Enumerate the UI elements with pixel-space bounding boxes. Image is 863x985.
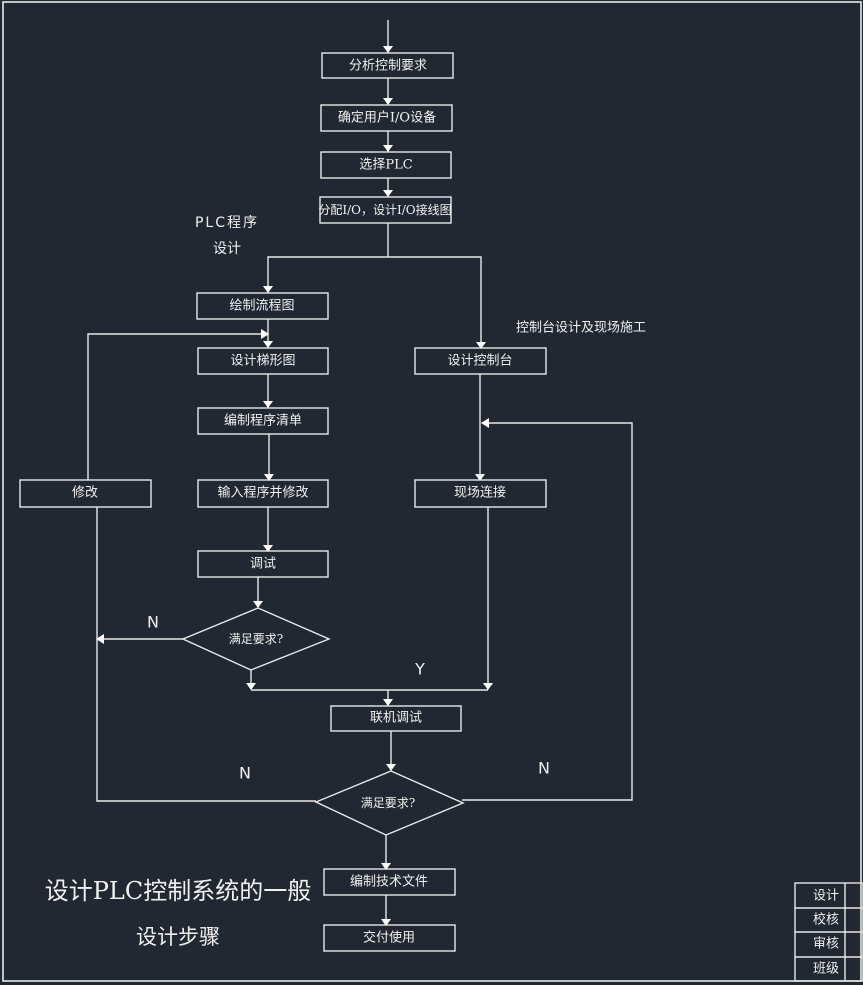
node-label: 分析控制要求	[349, 59, 427, 74]
decision-check2[interactable]: 满足要求?	[314, 770, 465, 836]
node-program-list[interactable]: 编制程序清单	[197, 407, 329, 435]
edge-label-n: N	[239, 764, 251, 783]
section-console-label: 控制台设计及现场施工	[516, 321, 646, 336]
arrow-icon	[383, 699, 393, 706]
node-label: 绘制流程图	[229, 299, 294, 314]
node-input-program[interactable]: 输入程序并修改	[197, 479, 329, 508]
edge-label-n: N	[147, 613, 159, 632]
node-assign-io[interactable]: 分配I/O，设计I/O接线图	[318, 196, 452, 224]
arrow-icon	[476, 342, 486, 349]
title-block-cell: 设计	[813, 889, 839, 904]
edge-label-y: Y	[414, 660, 425, 679]
section-plc-label-2: 设计	[213, 241, 241, 257]
node-select-plc[interactable]: 选择PLC	[320, 151, 452, 179]
node-debug[interactable]: 调试	[197, 550, 329, 578]
edge-modify-to-ladder	[87, 333, 268, 480]
node-tech-docs[interactable]: 编制技术文件	[323, 868, 456, 896]
decision-check1[interactable]: 满足要求?	[181, 607, 331, 671]
node-label: 设计控制台	[447, 354, 512, 369]
node-label: 设计梯形图	[230, 354, 295, 369]
node-label: 输入程序并修改	[217, 485, 308, 501]
node-site-wiring[interactable]: 现场连接	[414, 479, 547, 508]
edge-check2-no-right	[462, 422, 633, 801]
node-label: 分配I/O，设计I/O接线图	[318, 202, 451, 217]
arrow-icon	[263, 286, 273, 293]
node-label: 编制程序清单	[224, 414, 302, 429]
node-label: 现场连接	[454, 485, 506, 501]
node-label: 修改	[72, 486, 98, 501]
node-joint-debug[interactable]: 联机调试	[330, 705, 462, 732]
arrow-icon	[475, 474, 485, 481]
node-label: 交付使用	[363, 930, 415, 946]
arrow-icon	[383, 98, 393, 105]
arrow-icon	[481, 418, 489, 428]
arrow-icon	[263, 341, 273, 348]
section-plc-label-1: PLC程序	[195, 215, 259, 231]
arrow-icon	[381, 919, 391, 926]
decision-label: 满足要求?	[361, 796, 415, 810]
title-block-cell: 审核	[813, 937, 839, 952]
arrow-icon	[383, 46, 393, 53]
diagram-title-line1: 设计PLC控制系统的一般	[45, 877, 311, 905]
diagram-title-line2: 设计步骤	[136, 925, 220, 949]
edge-check2-no-left	[96, 507, 316, 802]
node-analyze[interactable]: 分析控制要求	[321, 52, 454, 79]
arrow-icon	[96, 634, 104, 644]
arrow-icon	[483, 683, 493, 690]
arrow-icon	[383, 190, 393, 197]
title-block-cell: 班级	[813, 962, 839, 977]
arrow-icon	[263, 545, 273, 552]
node-ladder[interactable]: 设计梯形图	[197, 347, 329, 375]
node-deliver[interactable]: 交付使用	[323, 924, 456, 952]
node-label: 编制技术文件	[350, 875, 428, 890]
arrow-icon	[264, 474, 274, 481]
node-label: 选择PLC	[359, 158, 412, 173]
node-flowchart[interactable]: 绘制流程图	[196, 292, 329, 320]
node-label: 联机调试	[370, 711, 422, 726]
title-block-cell: 校核	[813, 912, 839, 928]
arrow-icon	[246, 683, 256, 690]
decision-label: 满足要求?	[229, 632, 283, 646]
arrow-icon	[383, 145, 393, 152]
arrow-icon	[386, 764, 396, 771]
arrow-icon	[253, 601, 263, 608]
arrow-icon	[381, 863, 391, 870]
edge-label-n: N	[538, 759, 550, 778]
arrow-icon	[261, 329, 269, 339]
title-block: 设计 校核 审核 班级	[794, 882, 863, 982]
node-console[interactable]: 设计控制台	[414, 347, 547, 375]
arrow-icon	[263, 401, 273, 408]
node-io-devices[interactable]: 确定用户I/O设备	[320, 104, 453, 132]
node-label: 确定用户I/O设备	[338, 110, 436, 126]
node-label: 调试	[250, 557, 276, 572]
node-modify[interactable]: 修改	[19, 479, 152, 508]
edge-split	[267, 256, 482, 348]
